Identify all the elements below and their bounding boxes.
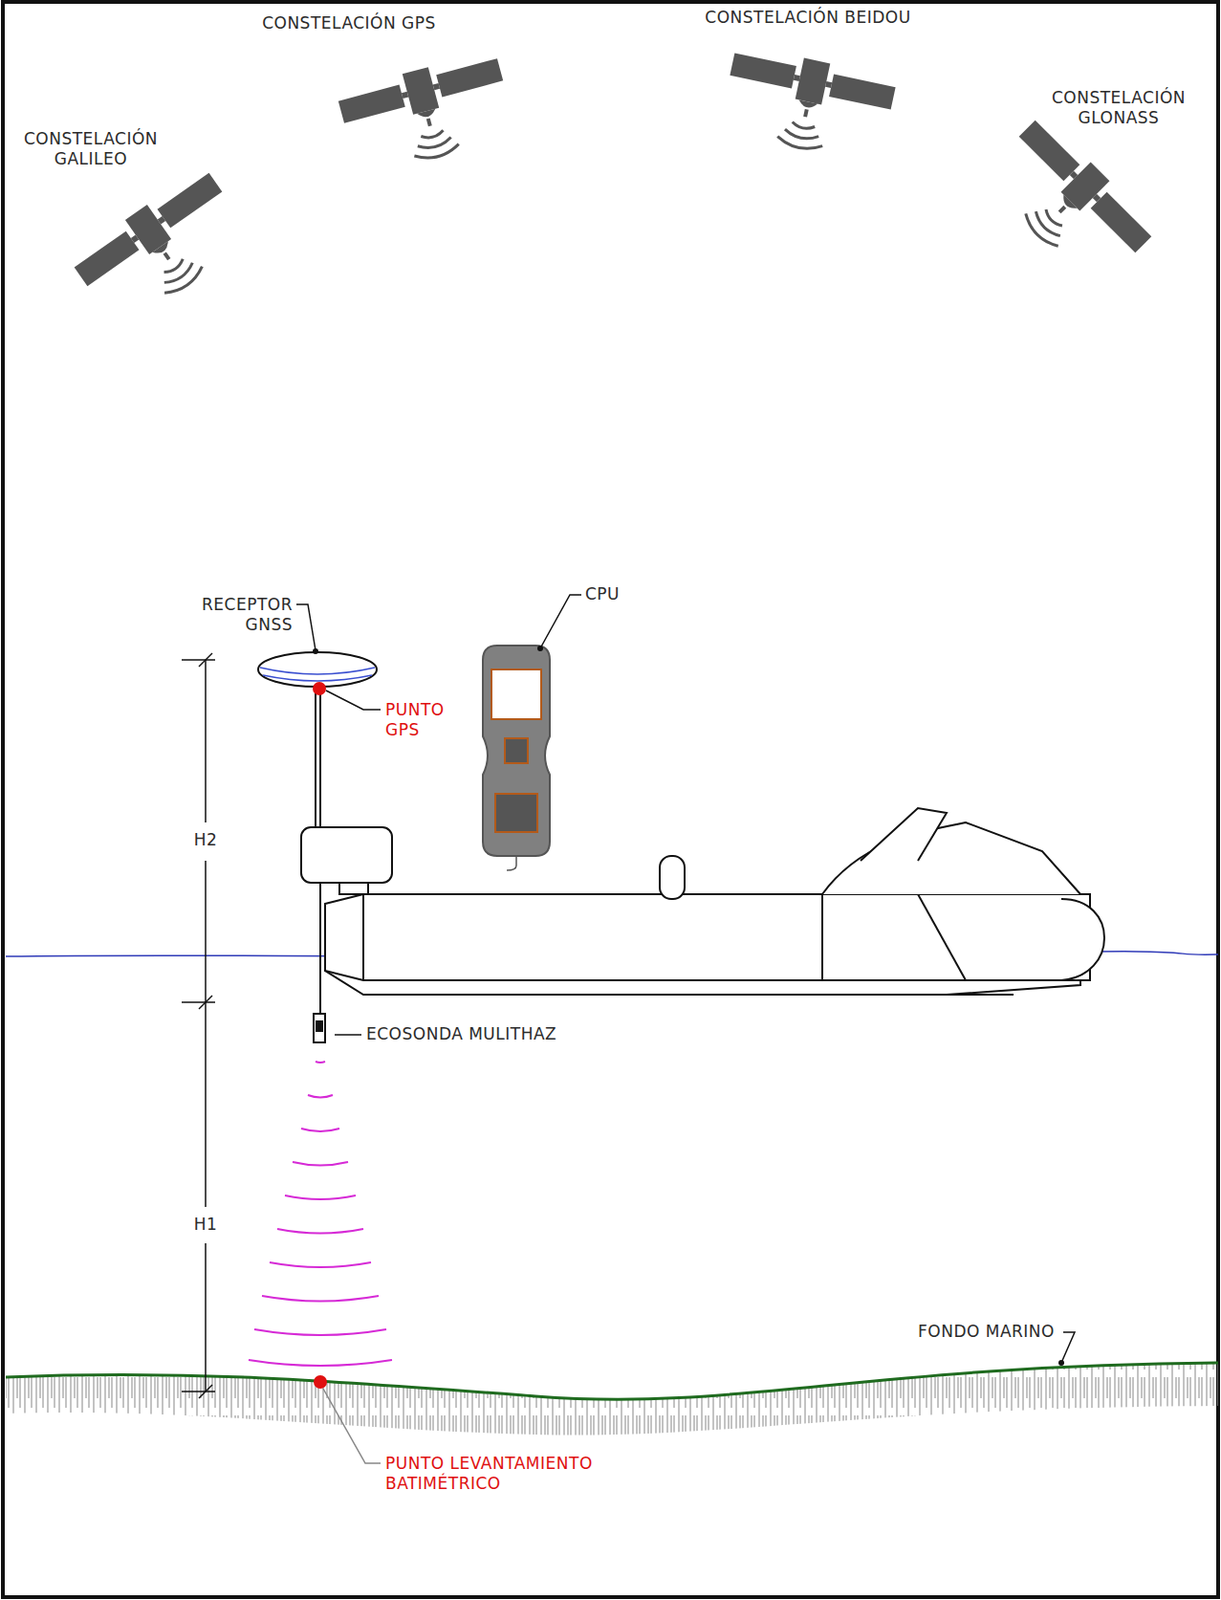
part-label: ECOSONDA MULITHAZ — [366, 1024, 615, 1045]
dimension-label: H2 — [191, 829, 220, 851]
part-label: CPU — [585, 584, 662, 605]
constellation-label: CONSTELACIÓN GPS — [229, 13, 469, 34]
constellation-label: CONSTELACIÓN GALILEO — [19, 129, 163, 170]
constellation-label: CONSTELACIÓN GLONASS — [1037, 87, 1200, 129]
dimension-label: H1 — [191, 1214, 220, 1235]
part-label: FONDO MARINO — [917, 1321, 1062, 1342]
point-label: PUNTO LEVANTAMIENTO BATIMÉTRICO — [385, 1453, 701, 1494]
constellation-label: CONSTELACIÓN BEIDOU — [688, 7, 928, 28]
part-label: RECEPTOR GNSS — [172, 594, 293, 635]
point-label: PUNTO GPS — [385, 699, 481, 741]
